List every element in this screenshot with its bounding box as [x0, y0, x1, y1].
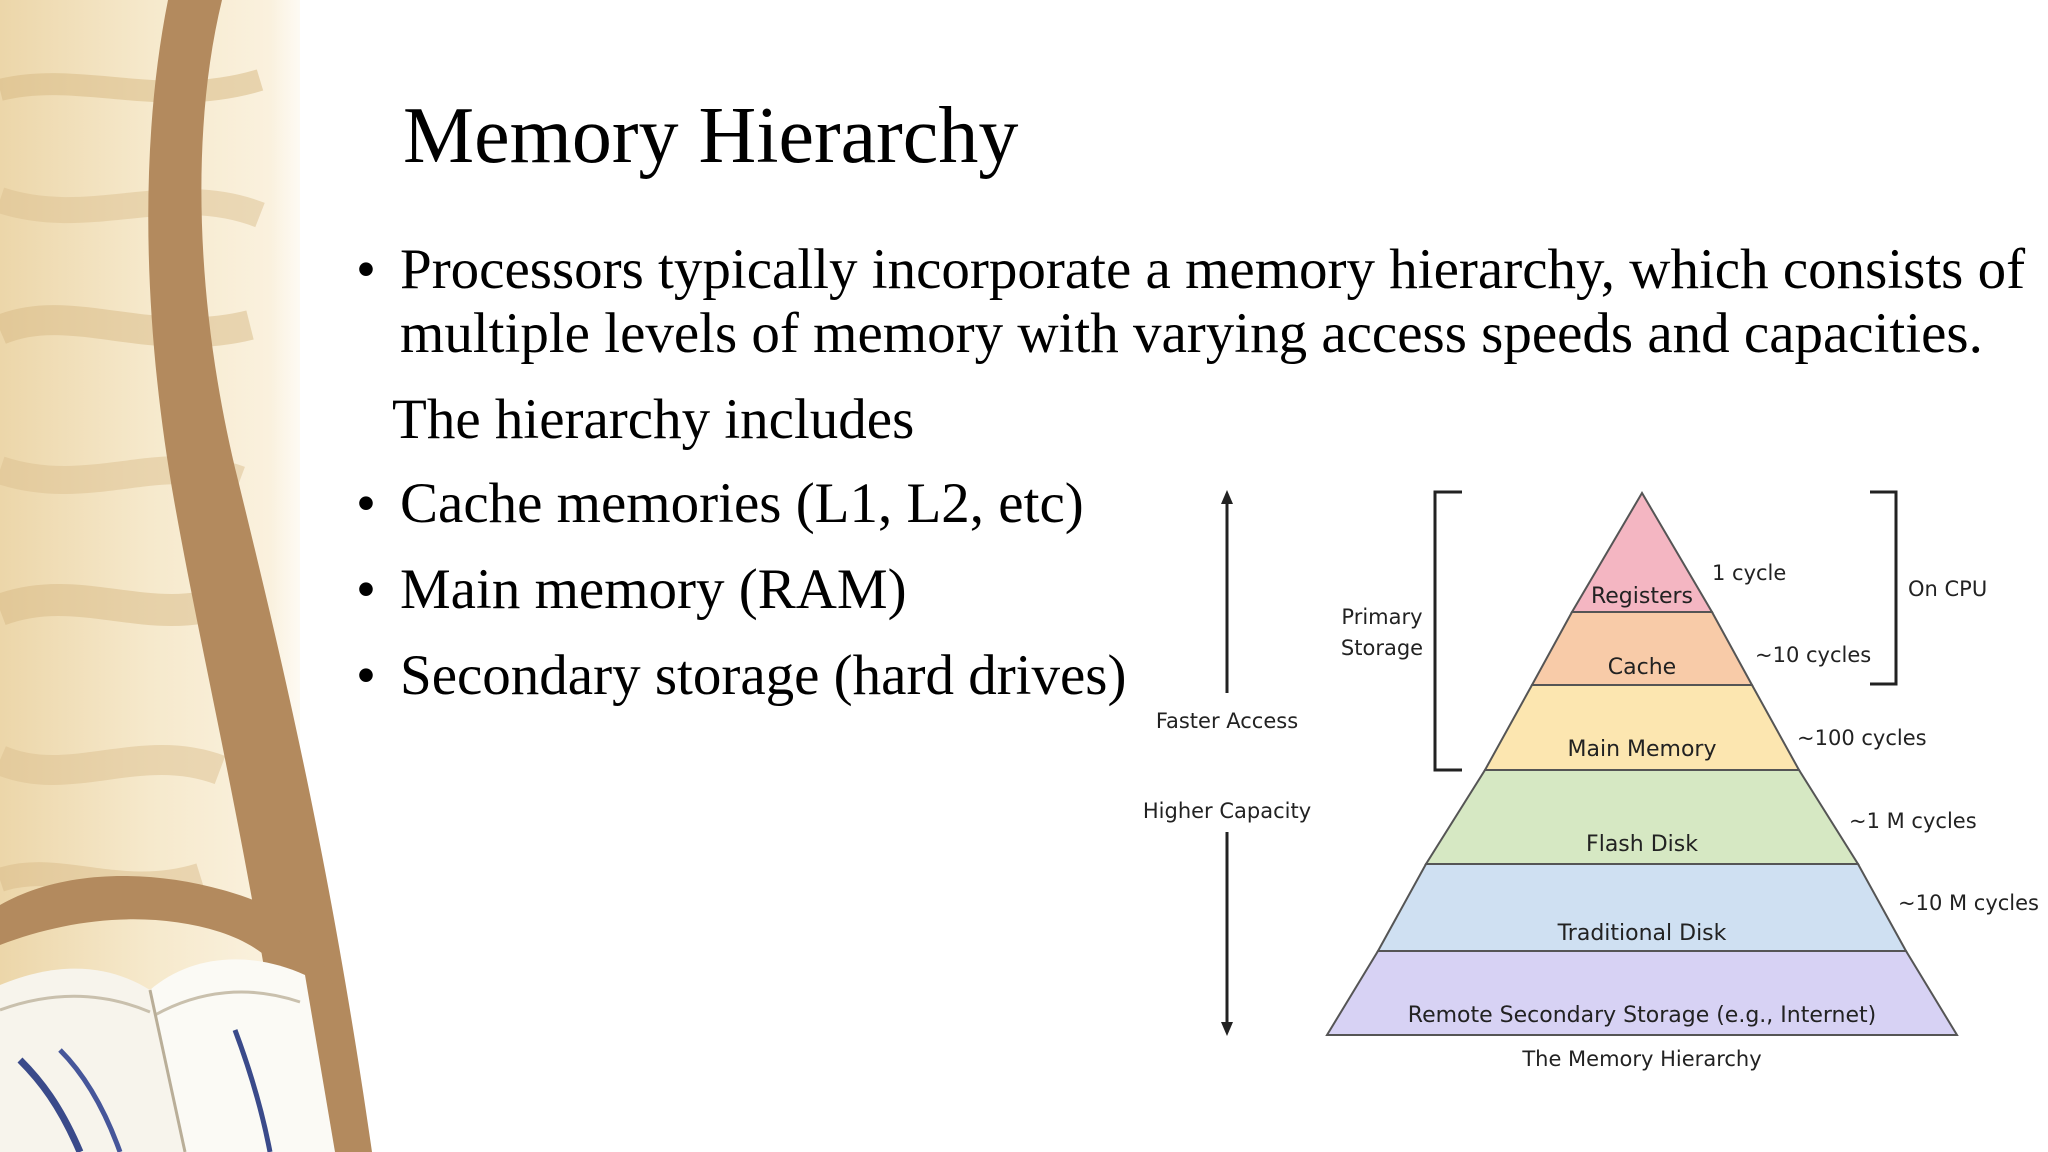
latency-label: ~10 M cycles	[1898, 891, 2039, 915]
slide-title: Memory Hierarchy	[403, 92, 1019, 180]
hierarchy-lead-text: The hierarchy includes	[392, 388, 915, 451]
on-cpu-label: On CPU	[1908, 577, 1987, 601]
bullet-item: • Main memory (RAM)	[356, 558, 2046, 622]
latency-label: ~1 M cycles	[1849, 809, 1977, 833]
bullet-dot-icon: •	[356, 238, 376, 301]
primary-storage-label: Primary	[1341, 605, 1422, 629]
bullet-item: • Secondary storage (hard drives)	[356, 644, 2046, 708]
bullet-item: • Cache memories (L1, L2, etc)	[356, 472, 2046, 536]
latency-label: ~10 cycles	[1755, 643, 1871, 667]
level-label-remote-storage: Remote Secondary Storage (e.g., Internet…	[1408, 1003, 1876, 1028]
level-label-registers: Registers	[1591, 584, 1693, 609]
faster-access-label: Faster Access	[1156, 709, 1298, 733]
level-label-traditional-disk: Traditional Disk	[1557, 921, 1727, 946]
slide-text: • Processors typically incorporate a mem…	[356, 238, 2046, 730]
decorative-frame-curl	[0, 875, 340, 1010]
bullet-dot-icon: •	[356, 558, 376, 621]
level-label-main-memory: Main Memory	[1568, 737, 1717, 762]
higher-capacity-label: Higher Capacity	[1143, 799, 1311, 823]
bullet-dot-icon: •	[356, 644, 376, 707]
on-cpu-bracket	[1870, 490, 1898, 686]
bullet-dot-icon: •	[356, 472, 376, 535]
pyramid-level-remote-storage	[1325, 950, 1959, 1036]
latency-label: 1 cycle	[1712, 561, 1786, 585]
intro-bullet-text: Processors typically incorporate a memor…	[400, 238, 2026, 365]
level-label-flash-disk: Flash Disk	[1586, 832, 1698, 857]
decorative-frame-band	[148, 0, 372, 1152]
arrow-up-icon	[1221, 490, 1233, 504]
bullet-item-text: Cache memories (L1, L2, etc)	[400, 472, 1084, 535]
bullet-item-text: Main memory (RAM)	[400, 558, 907, 621]
diagram-caption: The Memory Hierarchy	[1521, 1047, 1761, 1071]
open-book-image	[0, 959, 335, 1152]
latency-label: ~100 cycles	[1797, 726, 1927, 750]
bullet-item-text: Secondary storage (hard drives)	[400, 644, 1127, 707]
level-label-cache: Cache	[1608, 655, 1676, 680]
primary-storage-label: Storage	[1341, 636, 1423, 660]
arrow-down-icon	[1221, 1022, 1233, 1036]
primary-storage-bracket	[1433, 490, 1462, 772]
intro-bullet: • Processors typically incorporate a mem…	[356, 238, 2046, 366]
